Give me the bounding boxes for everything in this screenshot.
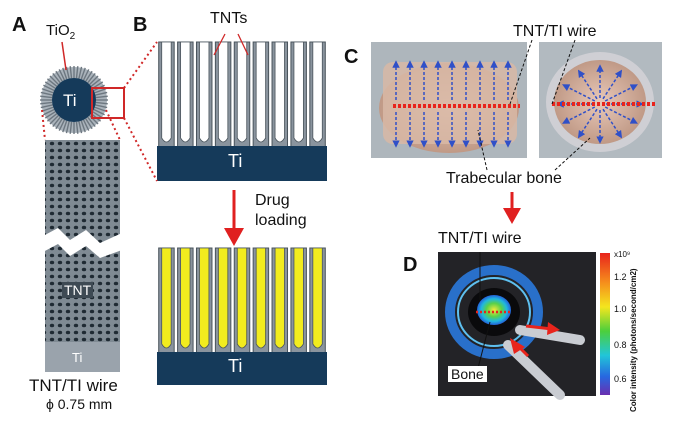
drug-fill: [217, 247, 229, 349]
drug-fill: [180, 247, 191, 349]
core-ti-label: Ti: [63, 91, 77, 110]
tnt-label: TNT: [62, 282, 94, 298]
colorbar-exponent: x10⁹: [614, 250, 631, 259]
ti-substrate: [157, 146, 327, 181]
base-ti-label: Ti: [72, 350, 83, 365]
colorbar-scale: [600, 253, 610, 395]
panel-b-tubes-graphic: [123, 33, 327, 182]
oxide-label: TiO2: [46, 22, 75, 42]
panel-b-loaded-graphic: [157, 247, 327, 385]
nanotube-lumen: [255, 41, 267, 143]
oxide-label-subscript: 2: [69, 31, 76, 42]
panel-c-label: C: [344, 46, 359, 68]
colorbar-tick: 0.6: [614, 374, 627, 384]
wire-base: [45, 342, 120, 372]
nanotube-lumen: [274, 41, 285, 143]
tnts-label: TNTs: [210, 10, 248, 27]
nanotube-lumen: [312, 41, 323, 143]
panel-d-image: [438, 252, 596, 400]
d-wire-label: TNT/TI wire: [438, 230, 522, 247]
drug-loading-arrow: [224, 190, 244, 246]
nanotube-lumen: [199, 41, 210, 143]
panel-c-photos: [371, 39, 662, 171]
wire-body: [45, 140, 120, 372]
panel-a-label: A: [12, 14, 27, 36]
nanotube-lumen: [293, 41, 304, 143]
substrate-label: Ti: [228, 151, 243, 171]
drug-fill: [199, 247, 210, 349]
drug-fill: [274, 247, 285, 349]
nanotube-lumen: [217, 41, 229, 143]
wire-name: TNT/TI wire: [29, 376, 118, 395]
nanotube-lumen: [161, 41, 172, 143]
wire-cross-section: [40, 66, 108, 134]
drug-step-line2: loading: [255, 212, 307, 229]
ti-substrate-loaded: [157, 352, 327, 385]
colorbar-tick: 1.0: [614, 304, 627, 314]
drug-step-line1: Drug: [255, 192, 290, 209]
nanotube-lumen: [236, 41, 248, 143]
panel-a-graphic: [40, 41, 125, 372]
drug-fill: [255, 247, 267, 349]
c-wire-label: TNT/TI wire: [513, 23, 597, 40]
drug-fill: [161, 247, 172, 349]
c-to-d-arrow: [503, 192, 521, 224]
wire-diameter: ϕ 0.75 mm: [46, 396, 113, 412]
loaded-substrate-label: Ti: [228, 356, 243, 376]
colorbar-tick: 1.2: [614, 272, 627, 282]
trabecular-bone-label: Trabecular bone: [446, 170, 562, 187]
panel-d-label: D: [403, 254, 418, 276]
panel-b-label: B: [133, 14, 148, 36]
colorbar-tick: 0.8: [614, 340, 627, 350]
drug-fill: [312, 247, 323, 349]
colorbar-title: Color intensity (photons/second/cm2): [629, 268, 638, 412]
nanotube-lumen: [180, 41, 191, 143]
oxide-label-main: TiO: [46, 22, 70, 39]
drug-fill: [236, 247, 248, 349]
zoom-box: [91, 87, 125, 119]
drug-fill: [293, 247, 304, 349]
bone-label: Bone: [448, 366, 487, 382]
